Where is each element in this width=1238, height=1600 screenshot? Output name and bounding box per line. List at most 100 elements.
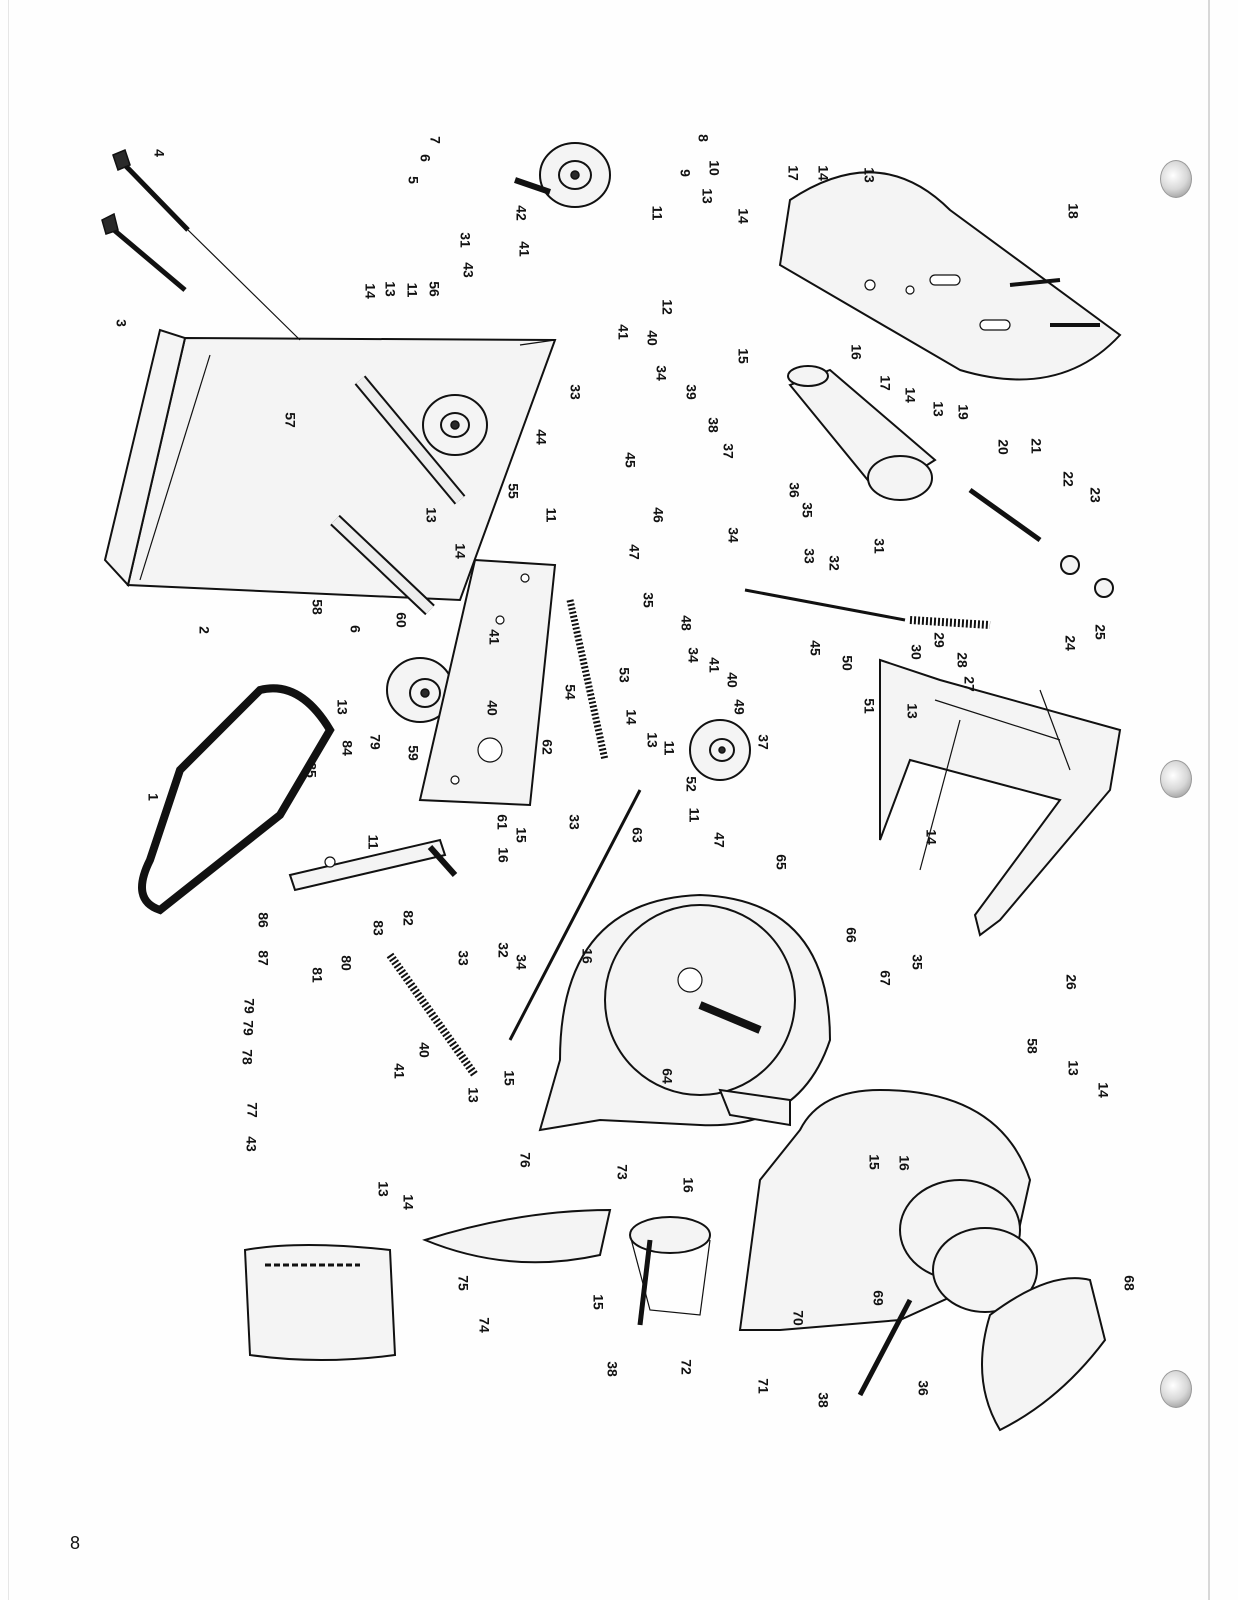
part-label: 6	[347, 625, 363, 633]
part-label: 14	[902, 387, 918, 403]
part-label: 86	[255, 912, 271, 928]
part-label: 32	[826, 555, 842, 571]
sleeve-68	[981, 1277, 1107, 1432]
part-label: 8	[695, 134, 711, 142]
part-label: 43	[243, 1136, 259, 1152]
part-label: 37	[720, 443, 736, 459]
part-label: 31	[457, 232, 473, 248]
part-label: 13	[423, 507, 439, 523]
part-label: 83	[370, 920, 386, 936]
part-label: 4	[151, 149, 167, 157]
rod-32	[508, 588, 906, 1041]
part-label: 33	[455, 950, 471, 966]
part-label: 13	[644, 732, 660, 748]
part-label: 16	[495, 847, 511, 863]
part-label: 14	[452, 543, 468, 559]
page-number: 8	[70, 1533, 81, 1553]
part-label: 16	[896, 1155, 912, 1171]
part-label: 57	[282, 412, 298, 428]
part-label: 63	[629, 827, 645, 843]
pulley-top	[514, 142, 611, 208]
part-label: 52	[683, 776, 699, 792]
springs	[386, 599, 991, 1078]
part-label: 1	[145, 793, 161, 801]
part-label: 11	[543, 508, 559, 523]
part-label: 73	[614, 1164, 630, 1180]
part-label: 22	[1060, 471, 1076, 487]
part-label: 13	[904, 703, 920, 719]
binder-hole-bottom	[1160, 1370, 1192, 1408]
part-label: 11	[404, 283, 420, 298]
part-label: 87	[255, 950, 271, 966]
part-label: 82	[400, 910, 416, 926]
part-label: 50	[839, 655, 855, 671]
part-label: 41	[391, 1063, 407, 1079]
part-label: 33	[567, 384, 583, 400]
sleeve-75	[243, 1244, 397, 1361]
part-label: 65	[773, 854, 789, 870]
part-label: 60	[393, 612, 409, 628]
page-edge-right	[1208, 0, 1210, 1600]
part-label: 45	[622, 452, 638, 468]
pulley-60	[386, 657, 454, 723]
part-label: 12	[659, 299, 675, 315]
part-label: 14	[1095, 1082, 1111, 1098]
part-label: 33	[566, 814, 582, 830]
part-label: 41	[516, 241, 532, 257]
part-label: 13	[930, 401, 946, 417]
part-label: 13	[382, 281, 398, 297]
part-label: 13	[375, 1181, 391, 1197]
part-label: 11	[686, 808, 702, 823]
part-label: 79	[367, 734, 383, 750]
part-label: 49	[731, 699, 747, 715]
part-label: 23	[1087, 487, 1103, 503]
part-label: 33	[801, 548, 817, 564]
long-bolts	[101, 148, 301, 341]
part-label: 72	[678, 1359, 694, 1375]
bracket-83	[288, 838, 458, 892]
part-label: 76	[517, 1152, 533, 1168]
pulley-56	[422, 394, 488, 456]
part-label: 68	[1121, 1275, 1137, 1291]
part-label: 54	[562, 684, 578, 700]
part-label: 24	[1062, 635, 1078, 651]
part-label: 35	[640, 592, 656, 608]
part-label: 47	[626, 544, 642, 560]
part-label: 29	[931, 632, 947, 648]
page-edge-left	[8, 0, 9, 1600]
part-label: 46	[650, 507, 666, 523]
part-label: 7	[427, 136, 443, 144]
part-label: 17	[785, 165, 801, 181]
part-label: 31	[871, 538, 887, 554]
part-label: 70	[790, 1310, 806, 1326]
part-label: 5	[405, 176, 421, 184]
part-label: 14	[362, 283, 378, 299]
chute-deflector	[778, 171, 1122, 381]
part-label: 39	[683, 384, 699, 400]
part-label: 38	[815, 1392, 831, 1408]
part-label: 16	[579, 948, 595, 964]
part-label: 14	[923, 829, 939, 845]
part-label: 18	[1065, 203, 1081, 219]
part-label: 14	[735, 208, 751, 224]
part-label: 69	[870, 1290, 886, 1306]
part-label: 67	[877, 970, 893, 986]
chute-tube	[787, 365, 937, 501]
part-label: 26	[1063, 974, 1079, 990]
part-label: 40	[644, 330, 660, 346]
part-label: 6	[417, 154, 433, 162]
part-label: 80	[338, 955, 354, 971]
part-label: 45	[807, 640, 823, 656]
part-label: 28	[954, 652, 970, 668]
binder-hole-top	[1160, 160, 1192, 198]
part-label: 16	[680, 1177, 696, 1193]
part-label: 38	[604, 1361, 620, 1377]
part-label: 37	[755, 734, 771, 750]
part-label: 19	[955, 404, 971, 420]
part-label: 74	[476, 1317, 492, 1333]
part-label: 3	[113, 319, 129, 327]
part-label: 77	[244, 1102, 260, 1118]
part-label: 85	[303, 762, 319, 778]
part-label: 15	[513, 827, 529, 843]
part-label: 71	[755, 1378, 771, 1394]
